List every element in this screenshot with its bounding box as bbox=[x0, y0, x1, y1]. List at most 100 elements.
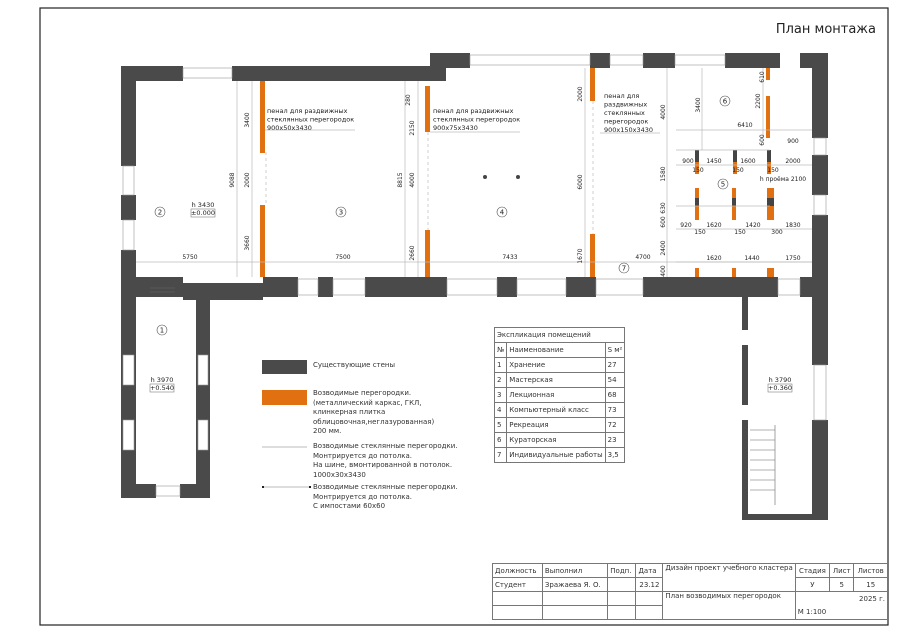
dimension-label: 1440 bbox=[744, 255, 759, 262]
tb-empty bbox=[541, 591, 609, 606]
table-cell: 1 bbox=[493, 357, 508, 373]
dimension-label: 900 bbox=[682, 158, 694, 165]
room-number: 1 bbox=[160, 327, 164, 335]
legend-swatch-existing-walls bbox=[262, 360, 307, 374]
legend-line: Монтрируется до потолка. bbox=[313, 451, 413, 460]
level-mark: +0.360 bbox=[768, 384, 792, 392]
callout-text: раздвижных bbox=[604, 101, 647, 109]
header-cell: Наименование bbox=[506, 342, 606, 358]
legend-swatch-glass-posts bbox=[262, 486, 311, 488]
legend-text-glass-posts: Возводимые стеклянные перегородки.Монтри… bbox=[313, 483, 457, 512]
dimension-label: 2660 bbox=[409, 245, 416, 260]
dimension-label: 150 bbox=[692, 167, 704, 174]
callout-text: пенал для раздвижных bbox=[267, 107, 348, 115]
tb-empty bbox=[492, 591, 543, 606]
dimension-label: 1670 bbox=[577, 248, 584, 263]
table-cell: 73 bbox=[604, 402, 626, 418]
table-cell: 5 bbox=[493, 417, 508, 433]
dimension-label: 9088 bbox=[229, 172, 236, 187]
dimension-label: 920 bbox=[680, 222, 692, 229]
ceiling-height: h 3970 bbox=[151, 376, 174, 384]
tb-scale: М 1:100 bbox=[794, 605, 889, 620]
table-cell: Лекционная bbox=[506, 387, 606, 403]
tb-header: Дата bbox=[635, 563, 664, 578]
dimension-label: 1450 bbox=[706, 158, 721, 165]
callout-text: пенал для раздвижных bbox=[433, 107, 514, 115]
dimension-label: 1580 bbox=[660, 166, 667, 181]
existing-walls bbox=[121, 53, 828, 520]
table-cell: Кураторская bbox=[506, 432, 606, 448]
legend-line: облицовочная,неглазурованная) bbox=[313, 417, 435, 426]
dimension-label: 600 bbox=[660, 216, 667, 228]
dimension-label: 1420 bbox=[745, 222, 760, 229]
tb-signature bbox=[607, 577, 637, 592]
room-number: 3 bbox=[339, 209, 343, 217]
header-cell: S м² bbox=[604, 342, 626, 358]
dimension-label: 600 bbox=[759, 134, 766, 146]
legend-text-partitions: Возводимые перегородки.(металлический ка… bbox=[313, 389, 434, 437]
tb-stage-label: Стадия bbox=[794, 563, 831, 578]
table-cell: 68 bbox=[604, 387, 626, 403]
ceiling-height: h 3790 bbox=[769, 376, 792, 384]
room-number-circle bbox=[496, 206, 508, 218]
tb-header: Подп. bbox=[607, 563, 637, 578]
stairs bbox=[150, 287, 776, 505]
table-cell: Индивидуальные работы bbox=[506, 447, 606, 463]
tb-year: 2025 г. bbox=[794, 591, 889, 606]
room-number-circle bbox=[618, 262, 630, 274]
tb-sheet-title: План возводимых перегородок bbox=[662, 591, 796, 620]
legend-line: Возводимые стеклянные перегородки. bbox=[313, 483, 458, 491]
room-number-circle bbox=[717, 178, 729, 190]
table-cell: 3 bbox=[493, 387, 508, 403]
dimension-label: 4700 bbox=[635, 254, 650, 261]
table-cell: 72 bbox=[604, 417, 626, 433]
tb-sheets-label: Листов bbox=[853, 563, 888, 578]
room-number-circle bbox=[335, 206, 347, 218]
table-cell: 4 bbox=[493, 402, 508, 418]
level-mark-box bbox=[767, 383, 793, 393]
dimension-label: 1600 bbox=[740, 158, 755, 165]
dimension-label: 4000 bbox=[660, 104, 667, 119]
level-mark: +0.540 bbox=[150, 384, 174, 392]
legend-line: На шине, вмонтированной в потолок. bbox=[313, 461, 453, 469]
level-mark-box bbox=[149, 383, 175, 393]
table-cell: 6 bbox=[493, 432, 508, 448]
dimension-label: 6000 bbox=[577, 174, 584, 189]
dimension-label: 150 bbox=[732, 167, 744, 174]
table-header-row: № Наименование S м² bbox=[493, 342, 626, 358]
dimension-lines bbox=[136, 68, 812, 277]
dimension-label: 2150 bbox=[409, 120, 416, 135]
title-block: Должность Выполнил Подп. Дата Дизайн про… bbox=[492, 563, 889, 620]
legend-line: Существующие стены bbox=[313, 361, 396, 369]
dimension-label: 2200 bbox=[755, 93, 762, 108]
legend-swatch-partitions bbox=[262, 390, 307, 405]
callout-text: стеклянных перегородок bbox=[433, 116, 520, 124]
legend-line: С импостами 60x60 bbox=[313, 502, 386, 510]
callout-text: пенал для bbox=[604, 92, 639, 100]
tb-position: Студент bbox=[492, 577, 543, 592]
table-cell: Хранение bbox=[506, 357, 606, 373]
dimension-label: 5750 bbox=[182, 254, 197, 261]
room-explication-table: Экспликация помещений № Наименование S м… bbox=[493, 327, 626, 463]
room-number-circle bbox=[154, 206, 166, 218]
callout-text: 900x75x3430 bbox=[433, 124, 478, 132]
legend-text-glass-rail: Возводимые стеклянные перегородки.Монтри… bbox=[313, 442, 457, 480]
room-number: 6 bbox=[723, 98, 728, 106]
table-cell: Мастерская bbox=[506, 372, 606, 388]
table-cell: Компьютерный класс bbox=[506, 402, 606, 418]
dimension-label: 3660 bbox=[244, 235, 251, 250]
tb-empty bbox=[607, 591, 637, 606]
dimension-label: 900 bbox=[787, 138, 799, 145]
table-cell: 23 bbox=[604, 432, 626, 448]
legend-line: 200 мм. bbox=[313, 427, 342, 435]
tb-sheet: 5 bbox=[829, 577, 855, 592]
